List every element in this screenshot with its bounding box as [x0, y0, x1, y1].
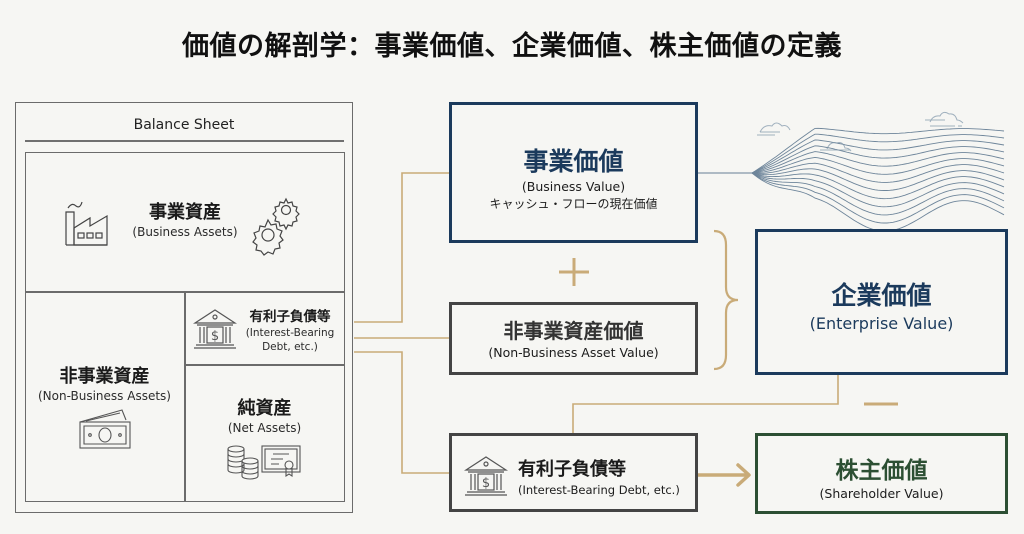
wave-line — [751, 145, 1005, 174]
enterprise-value-en: (Enterprise Value) — [809, 314, 954, 333]
interest-bearing-debt-box-en: (Interest-Bearing Debt, etc.) — [518, 483, 680, 497]
shareholder-value-jp: 株主価値 — [835, 458, 928, 484]
grid-divider — [184, 364, 345, 366]
wave-line — [751, 156, 1005, 175]
arrow-right-icon — [696, 463, 751, 487]
wave-line — [751, 133, 1005, 174]
wave-line — [751, 151, 1005, 174]
wave-line — [751, 127, 1005, 174]
svg-text:$: $ — [211, 329, 219, 344]
non-business-asset-value-box: 非事業資産価値 (Non-Business Asset Value) — [449, 302, 698, 375]
svg-text:$: $ — [482, 476, 490, 491]
plus-icon — [559, 258, 589, 286]
interest-bearing-debt-box-jp: 有利子負債等 — [518, 459, 626, 480]
business-assets-jp: 事業資産 — [149, 202, 221, 223]
grid-divider — [184, 291, 186, 501]
wave-line — [751, 172, 1005, 216]
net-assets-cell: 純資産 (Net Assets) — [184, 394, 345, 435]
cash-bill-icon — [76, 408, 134, 454]
shareholder-value-box: 株主価値 (Shareholder Value) — [755, 433, 1008, 514]
wave-line — [751, 172, 1005, 224]
balance-sheet-frame — [15, 102, 353, 513]
interest-bearing-debt-en-1: (Interest-Bearing — [245, 327, 335, 339]
non-business-asset-value-en: (Non-Business Asset Value) — [488, 345, 659, 360]
wave-line — [751, 162, 1005, 183]
balance-sheet-grid — [25, 152, 345, 502]
wave-line — [751, 172, 1005, 200]
interest-bearing-debt-cell: 有利子負債等 (Interest-Bearing Debt, etc.) — [236, 305, 344, 354]
enterprise-value-jp: 企業価値 — [831, 281, 932, 310]
enterprise-value-box: 企業価値 (Enterprise Value) — [755, 229, 1008, 375]
interest-bearing-debt-en-2: Debt, etc.) — [262, 341, 318, 353]
connector-ev-to-debt — [572, 375, 839, 433]
non-business-assets-en: (Non-Business Assets) — [38, 389, 171, 403]
non-business-assets-cell: 非事業資産 (Non-Business Assets) — [25, 362, 184, 403]
business-assets-cell: 事業資産 (Business Assets) — [118, 198, 252, 239]
wave-line — [751, 172, 1005, 208]
certificate-icon — [261, 444, 301, 482]
business-value-en: (Business Value) — [521, 179, 626, 194]
net-assets-jp: 純資産 — [237, 398, 292, 419]
coins-icon — [226, 444, 260, 484]
connector-business-value — [354, 172, 449, 323]
interest-bearing-debt-box: $ 有利子負債等 (Interest-Bearing Debt, etc.) — [449, 433, 698, 512]
bank-icon: $ — [463, 454, 509, 502]
interest-bearing-debt-jp: 有利子負債等 — [249, 309, 331, 325]
bank-icon: $ — [192, 307, 238, 355]
business-value-jp: 事業価値 — [523, 147, 624, 176]
business-assets-en: (Business Assets) — [132, 225, 238, 239]
interest-bearing-debt-label: 有利子負債等 (Interest-Bearing Debt, etc.) — [518, 455, 680, 497]
business-value-box: 事業価値 (Business Value) キャッシュ・フローの現在価値 — [449, 102, 698, 243]
brace-icon — [713, 229, 739, 371]
gears-icon — [248, 194, 308, 262]
net-assets-en: (Net Assets) — [227, 421, 302, 435]
wave-line — [751, 139, 1005, 174]
wave-line — [751, 168, 1005, 191]
factory-icon — [60, 190, 116, 254]
business-value-desc: キャッシュ・フローの現在価値 — [489, 197, 658, 211]
non-business-asset-value-jp: 非事業資産価値 — [503, 319, 644, 343]
page-title: 価値の解剖学：事業価値、企業価値、株主価値の定義 — [182, 31, 842, 62]
connector-debt — [354, 351, 449, 474]
balance-sheet-heading: Balance Sheet — [133, 117, 235, 133]
non-business-assets-jp: 非事業資産 — [59, 366, 150, 387]
cloud-icon — [757, 111, 964, 152]
balance-sheet-divider — [25, 140, 344, 142]
shareholder-value-en: (Shareholder Value) — [819, 486, 944, 501]
